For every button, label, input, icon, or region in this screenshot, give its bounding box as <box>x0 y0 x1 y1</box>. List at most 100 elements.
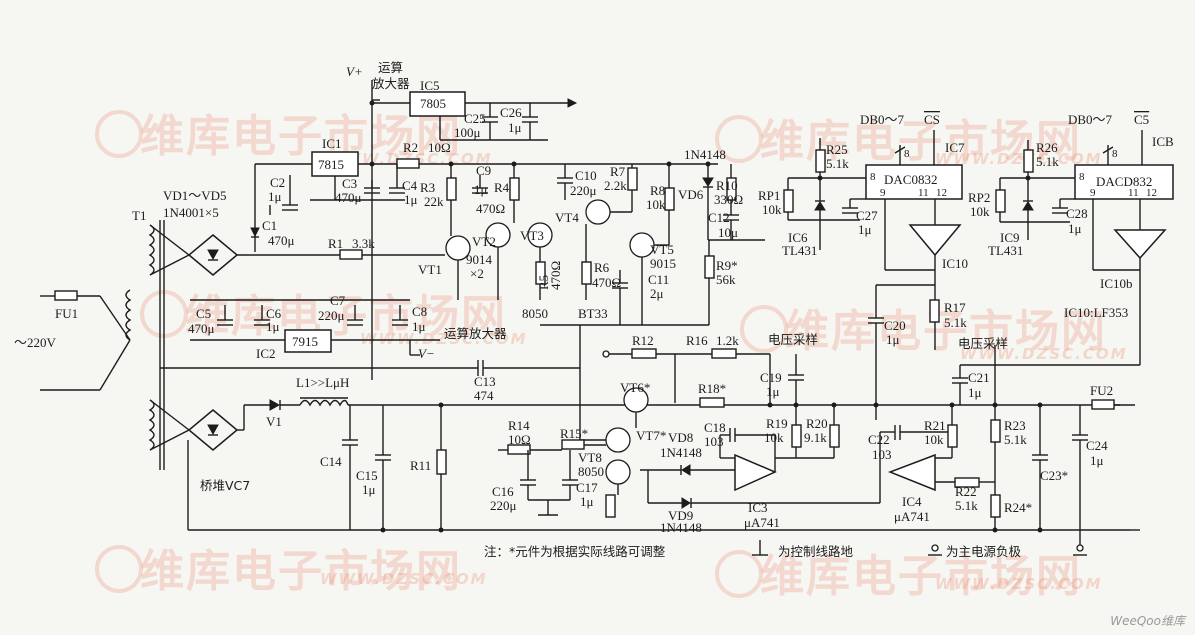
label-vd8-part: 1N4148 <box>660 445 702 460</box>
label-r12: R12 <box>632 333 654 348</box>
label-c6-val: 1μ <box>266 319 280 334</box>
label-ic4: IC4 <box>902 494 922 509</box>
label-c27-val: 1μ <box>858 222 872 237</box>
dac0832-ic7 <box>865 164 963 200</box>
label-r1-val: 3.3k <box>352 236 375 251</box>
transistor-vt7 <box>605 427 631 453</box>
potentiometer-rp2 <box>995 189 1006 213</box>
label-c12-val: 10μ <box>718 225 738 240</box>
label-c6: C6 <box>266 306 282 321</box>
label-vt7: VT7* <box>636 428 666 443</box>
label-ic2: IC2 <box>256 346 276 361</box>
dac0832-icb <box>1074 164 1174 200</box>
label-ic1: IC1 <box>322 136 342 151</box>
resistor-r12 <box>631 348 657 359</box>
transistor-vt4 <box>585 199 611 225</box>
label-sample-a: 电压采样 <box>768 332 818 347</box>
label-ic5: IC5 <box>420 78 440 93</box>
label-pin-9b: 9 <box>1090 187 1096 199</box>
label-t1: T1 <box>132 208 146 223</box>
label-r18: R18* <box>698 381 726 396</box>
resistor-r18 <box>699 397 725 408</box>
resistor-r2 <box>396 158 420 169</box>
label-r3-val: 22k <box>424 194 444 209</box>
label-ic1-part: 7815 <box>318 157 344 172</box>
label-c12: C12 <box>708 210 730 225</box>
label-r22-val: 5.1k <box>955 498 978 513</box>
label-r22: R22 <box>955 484 977 499</box>
label-vd9: VD9 <box>668 508 693 523</box>
resistor-r4 <box>509 177 520 201</box>
label-l1: L1>>LμH <box>296 375 349 390</box>
label-vd-part: 1N4001×5 <box>163 205 219 220</box>
opamp-ic10b <box>1113 229 1167 260</box>
label-r21-val: 10k <box>924 432 944 447</box>
label-vt4: VT4 <box>555 210 579 225</box>
label-pin-8b2: 8 <box>1079 171 1085 183</box>
label-r6: R6 <box>594 260 610 275</box>
label-c28-val: 1μ <box>1068 221 1082 236</box>
label-c17: C17 <box>576 480 598 495</box>
label-c24-val: 1μ <box>1090 453 1104 468</box>
label-c11-val: 2μ <box>650 286 664 301</box>
opamp-ic10a <box>908 224 962 257</box>
label-c16-val: 220μ <box>490 498 517 513</box>
label-vd6-part: 1N4148 <box>684 147 726 162</box>
label-fu2: FU2 <box>1090 383 1113 398</box>
label-c5: C5 <box>196 306 211 321</box>
label-ic5-part: 7805 <box>420 96 446 111</box>
label-vd9-part: 1N4148 <box>660 520 702 535</box>
label-r7-val: 2.2k <box>604 178 627 193</box>
label-c20-val: 1μ <box>886 332 900 347</box>
label-vd6: VD6 <box>678 187 704 202</box>
label-pin-12a: 12 <box>936 187 947 199</box>
site-credit: WeeQoo维库 <box>1110 614 1185 628</box>
label-c8-val: 1μ <box>412 319 426 334</box>
label-c18: C18 <box>704 420 726 435</box>
label-vd8: VD8 <box>668 430 693 445</box>
label-r19-val: 10k <box>764 430 784 445</box>
resistor-r8 <box>664 187 675 211</box>
label-r26-val: 5.1k <box>1036 154 1059 169</box>
label-c25: C25 <box>464 111 486 126</box>
label-vminus: V− <box>418 346 435 361</box>
label-vt2: VT2 <box>472 234 496 249</box>
label-r7: R7 <box>610 164 626 179</box>
label-c1-val: 470μ <box>268 233 295 248</box>
label-c4-val: 1μ <box>404 192 418 207</box>
label-c24: C24 <box>1086 438 1108 453</box>
label-vt8: VT8 <box>578 450 602 465</box>
label-ic10-note: IC10:LF353 <box>1064 305 1128 320</box>
resistor-r19 <box>791 424 802 448</box>
label-vt1: VT1 <box>418 262 442 277</box>
label-cs-b: C5 <box>1134 112 1149 127</box>
label-8050: 8050 <box>522 306 548 321</box>
label-c27: C27 <box>856 208 878 223</box>
label-ic10a: IC10 <box>942 256 968 271</box>
label-r16: R16 <box>686 333 708 348</box>
label-r20: R20 <box>806 416 828 431</box>
label-c19: C19 <box>760 370 782 385</box>
resistor-r26 <box>1023 149 1034 173</box>
label-r24: R24* <box>1004 500 1032 515</box>
opamp-ic4 <box>887 453 936 492</box>
label-vt6: VT6* <box>620 380 650 395</box>
legend-main-negative: 为主电源负极 <box>946 544 1022 559</box>
label-r2-val: 10Ω <box>428 140 451 155</box>
resistor-r9 <box>704 255 715 279</box>
label-c21: C21 <box>968 370 990 385</box>
label-vd-bridge: VD1～VD5 <box>163 188 227 203</box>
label-r5-val: 470Ω <box>548 261 563 290</box>
label-dac1: DAC0832 <box>884 172 937 187</box>
resistor-r24 <box>990 494 1001 518</box>
resistor-r1 <box>339 249 363 260</box>
resistor-r20 <box>829 424 840 448</box>
label-c22-val: 103 <box>872 447 892 462</box>
label-r8: R8 <box>650 183 665 198</box>
label-ic9-part: TL431 <box>988 243 1023 258</box>
label-c17-val: 1μ <box>580 494 594 509</box>
label-c23: C23* <box>1040 468 1068 483</box>
label-c13-val: 474 <box>474 388 494 403</box>
fuse-fu2 <box>1091 399 1115 410</box>
resistor-r16 <box>711 348 737 359</box>
